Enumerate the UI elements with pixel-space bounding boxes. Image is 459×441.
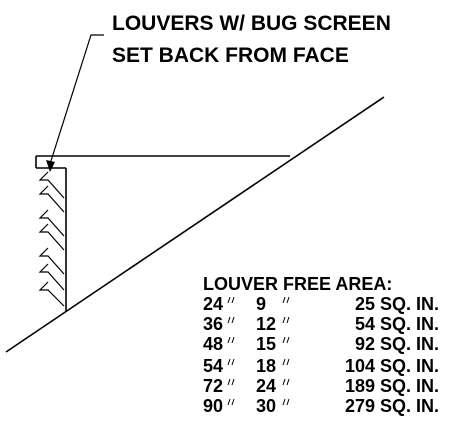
row-width-value: 90 bbox=[203, 396, 223, 416]
inch-mark bbox=[282, 336, 290, 344]
callout-line-1: LOUVERS W/ BUG SCREEN bbox=[112, 12, 391, 35]
row-width-value: 24 bbox=[203, 294, 223, 314]
louver-blade bbox=[38, 247, 65, 275]
inch-mark bbox=[282, 398, 290, 406]
inch-mark bbox=[227, 336, 235, 344]
row-width-value: 36 bbox=[203, 314, 223, 334]
row-free-area-value: 104 SQ. IN. bbox=[345, 356, 439, 376]
louver-blade bbox=[38, 171, 65, 199]
inch-mark bbox=[227, 398, 235, 406]
free-area-table: LOUVER FREE AREA: 24 9 25 SQ. IN. 36 12 54 SQ… bbox=[203, 274, 439, 416]
row-height-value: 30 bbox=[256, 396, 276, 416]
inch-mark bbox=[227, 358, 235, 366]
row-width-value: 72 bbox=[203, 376, 223, 396]
louver-blade bbox=[38, 263, 65, 291]
louver-blade bbox=[38, 185, 65, 213]
inch-mark bbox=[282, 378, 290, 386]
louver-blade bbox=[38, 281, 65, 307]
row-free-area-value: 92 SQ. IN. bbox=[355, 334, 439, 354]
callout-leader-line bbox=[49, 34, 104, 165]
inch-mark bbox=[282, 358, 290, 366]
louver-blade bbox=[38, 209, 65, 237]
row-height-value: 18 bbox=[256, 356, 276, 376]
inch-mark bbox=[227, 316, 235, 324]
row-free-area-value: 25 SQ. IN. bbox=[355, 294, 439, 314]
roof-slope-line bbox=[5, 96, 385, 353]
leader-arrowhead bbox=[46, 160, 55, 172]
louver-blade bbox=[38, 223, 65, 251]
row-free-area-value: 54 SQ. IN. bbox=[355, 314, 439, 334]
row-width-value: 48 bbox=[203, 334, 223, 354]
inch-mark bbox=[227, 378, 235, 386]
row-free-area-value: 279 SQ. IN. bbox=[345, 396, 439, 416]
row-height-value: 15 bbox=[256, 334, 276, 354]
louver-blades bbox=[38, 171, 65, 307]
row-width-value: 54 bbox=[203, 356, 223, 376]
row-height-value: 24 bbox=[256, 376, 276, 396]
free-area-rows: 24 9 25 SQ. IN. 36 12 54 SQ. IN. 48 15 92 SQ. IN… bbox=[203, 294, 439, 416]
inch-mark bbox=[282, 316, 290, 324]
free-area-heading: LOUVER FREE AREA: bbox=[203, 274, 392, 294]
callout-line-2: SET BACK FROM FACE bbox=[112, 44, 349, 67]
row-height-value: 9 bbox=[256, 294, 266, 314]
inch-mark bbox=[227, 296, 235, 304]
row-free-area-value: 189 SQ. IN. bbox=[345, 376, 439, 396]
row-height-value: 12 bbox=[256, 314, 276, 334]
inch-mark bbox=[282, 296, 290, 304]
